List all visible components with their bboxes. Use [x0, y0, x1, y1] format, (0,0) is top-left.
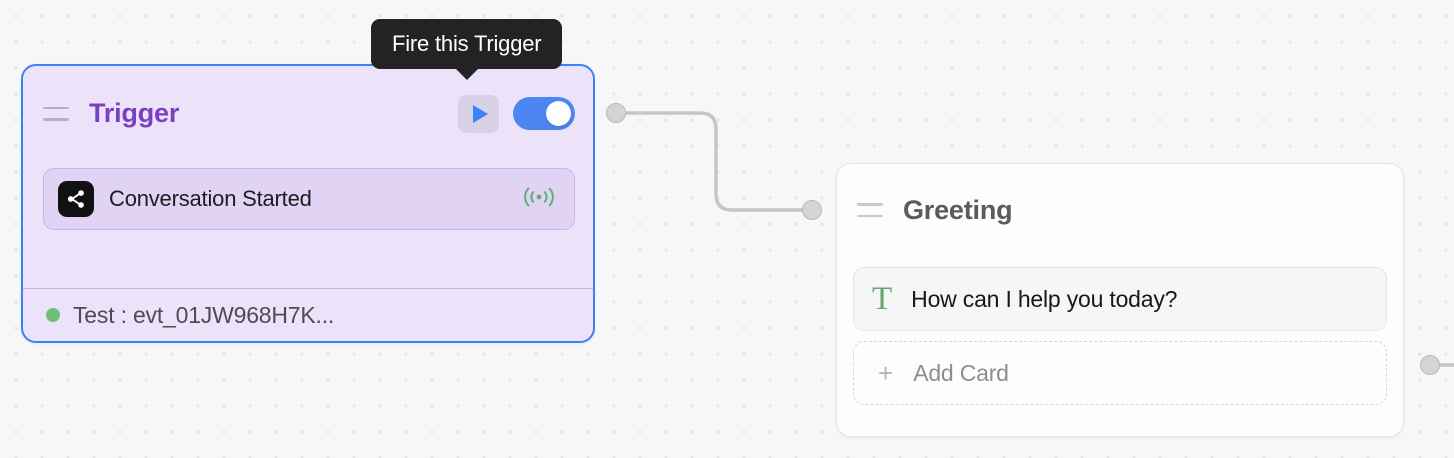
trigger-test-status[interactable]: Test : evt_01JW968H7K...: [23, 289, 593, 341]
node-trigger[interactable]: Trigger Conversation Started: [21, 64, 595, 343]
greeting-input-port[interactable]: [802, 200, 822, 220]
drag-handle-icon[interactable]: [857, 203, 883, 217]
tooltip-label: Fire this Trigger: [392, 31, 542, 56]
fire-trigger-button[interactable]: [458, 94, 499, 133]
drag-handle-icon[interactable]: [43, 106, 69, 121]
status-dot-icon: [46, 308, 60, 322]
trigger-output-port[interactable]: [606, 103, 626, 123]
tooltip-arrow-icon: [454, 68, 479, 80]
node-title-greeting: Greeting: [903, 194, 1013, 225]
greeting-card-label: How can I help you today?: [911, 285, 1178, 312]
add-card-button[interactable]: + Add Card: [853, 341, 1387, 405]
node-greeting[interactable]: Greeting T How can I help you today? + A…: [836, 163, 1404, 437]
trigger-node-header[interactable]: Trigger: [23, 66, 593, 161]
tooltip-fire-this-trigger: Fire this Trigger: [371, 19, 563, 80]
broadcast-icon: [520, 183, 558, 216]
play-icon: [473, 104, 488, 123]
toggle-knob: [546, 101, 571, 126]
text-type-icon: T: [872, 280, 893, 317]
greeting-text-card[interactable]: T How can I help you today?: [853, 267, 1387, 331]
greeting-output-port[interactable]: [1420, 355, 1440, 375]
node-divider: [23, 288, 593, 289]
share-nodes-icon: [58, 181, 94, 217]
add-card-label: Add Card: [913, 359, 1009, 386]
trigger-enabled-toggle[interactable]: [513, 97, 575, 130]
trigger-event-label: Conversation Started: [109, 186, 312, 211]
edge-trigger-to-greeting: [622, 111, 814, 212]
greeting-node-header[interactable]: Greeting: [837, 164, 1403, 256]
plus-icon: +: [878, 358, 894, 388]
trigger-event-card[interactable]: Conversation Started: [43, 168, 575, 230]
status-badge: Test : evt_01JW968H7K...: [73, 301, 335, 328]
node-title-trigger: Trigger: [89, 98, 180, 128]
